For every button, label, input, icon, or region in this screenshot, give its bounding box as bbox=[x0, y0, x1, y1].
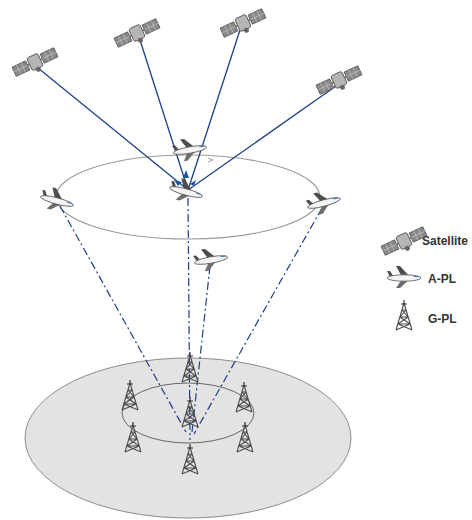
satellite-link bbox=[140, 40, 188, 190]
legend-label: Satellite bbox=[422, 234, 468, 248]
legend-symbol bbox=[379, 298, 429, 338]
satellite-link bbox=[188, 86, 336, 190]
aircraft-mark bbox=[208, 158, 213, 162]
legend-symbol bbox=[379, 258, 429, 298]
legend-symbol-shape bbox=[380, 225, 429, 260]
ground-link bbox=[192, 266, 210, 432]
satellite-link bbox=[38, 68, 188, 190]
tower-icon bbox=[182, 397, 198, 427]
aircraft-icon bbox=[171, 135, 208, 163]
satellite-icon bbox=[113, 17, 162, 52]
satellite-icon bbox=[11, 46, 60, 81]
tower-icon bbox=[237, 422, 253, 452]
ground-area bbox=[25, 358, 351, 518]
aircraft-icon bbox=[304, 187, 343, 217]
aircraft bbox=[38, 135, 343, 273]
satellites bbox=[11, 7, 364, 99]
legend-symbol-shape bbox=[387, 266, 421, 288]
ground-ring bbox=[122, 383, 254, 443]
aircraft-antenna bbox=[174, 170, 196, 186]
tower-icon bbox=[182, 444, 198, 474]
legend-symbol-shape bbox=[396, 300, 412, 330]
satellite-link bbox=[188, 30, 240, 190]
satellite-icon bbox=[315, 64, 364, 99]
ground-links bbox=[60, 198, 322, 440]
legend-symbol bbox=[379, 221, 429, 261]
ground-link bbox=[60, 206, 186, 432]
ground-stations bbox=[122, 352, 253, 474]
tower-icon bbox=[122, 380, 138, 410]
tower-icon bbox=[236, 382, 252, 412]
legend-label: A-PL bbox=[428, 272, 456, 286]
aircraft-icon bbox=[38, 185, 77, 215]
aircraft-icon bbox=[167, 176, 206, 206]
legend-label: G-PL bbox=[428, 312, 457, 326]
satellite-links bbox=[38, 30, 336, 190]
satellite-icon bbox=[219, 7, 268, 42]
tower-icon bbox=[125, 422, 141, 452]
tower-icon bbox=[182, 352, 198, 382]
aircraft-icon bbox=[192, 245, 229, 273]
ground-link bbox=[194, 208, 322, 434]
